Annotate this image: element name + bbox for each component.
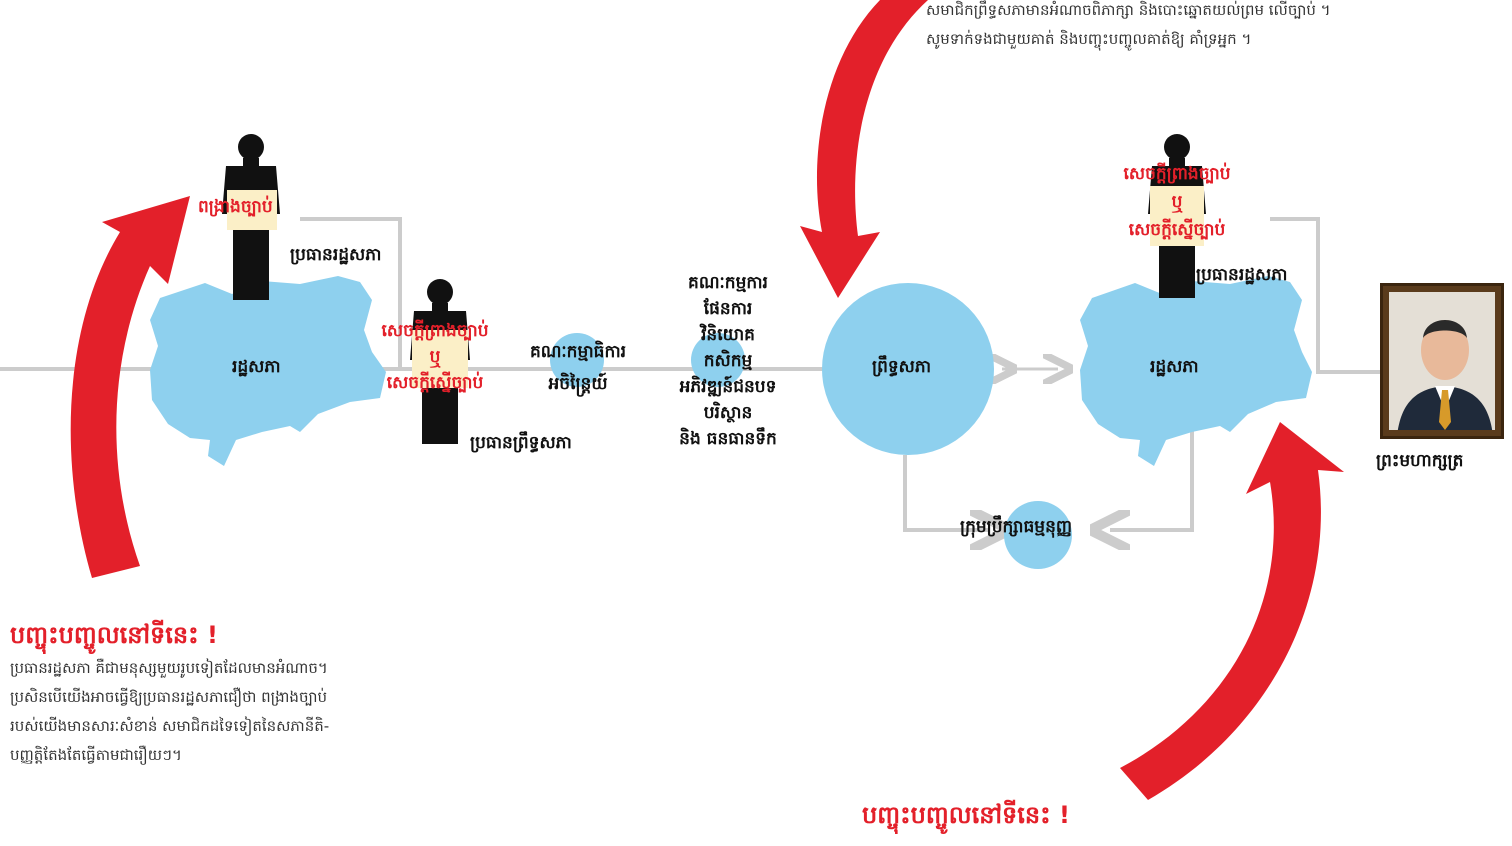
circle-standing-committee xyxy=(550,333,604,387)
king-portrait xyxy=(1380,283,1504,439)
commission-list-item: ផែនការ xyxy=(703,299,753,319)
lobby-left-line: ប្រធានរដ្ឋសភា គឺជាមនុស្សមួយរូបទៀតដែលមានអ… xyxy=(10,659,328,677)
commission-list-item: បរិស្ថាន xyxy=(703,403,753,423)
person-senate-president xyxy=(410,279,470,444)
commission-list-item: អភិវឌ្ឍន៍ជនបទ xyxy=(679,377,777,397)
flow-line-council-left xyxy=(903,455,990,530)
flow-line-right-bracket xyxy=(1270,217,1382,374)
map-cambodia-left xyxy=(150,276,386,466)
commission-list: គណៈកម្មការ ផែនការ វិនិយោគ កសិកម្ម អភិវឌ្… xyxy=(640,270,816,452)
sign-right-line-or: ឬ xyxy=(1171,192,1183,212)
commission-list-item: គណៈកម្មការ xyxy=(688,273,768,293)
red-arrow-bottom-right xyxy=(1120,422,1344,800)
label-senate: ព្រឹទ្ធសភា xyxy=(872,357,932,377)
lobby-left-line: ប្រសិនបើយើងអាចធ្វើឱ្យប្រធានរដ្ឋសភាជឿថា ព… xyxy=(10,688,327,706)
label-assembly-president-left: ប្រធានរដ្ឋសភា xyxy=(290,245,382,265)
lobby-left-line: របស់យើងមានសារៈសំខាន់ សមាជិកដទៃទៀតនៃសភានី… xyxy=(10,717,330,735)
sign-right-line-draft: សេចក្តីព្រាងច្បាប់ xyxy=(1123,164,1231,184)
top-note-line1: សមាជិកព្រឹទ្ធសភាមានអំណាចពិភាក្សា និងបោះឆ… xyxy=(926,1,1331,19)
person-assembly-president-left xyxy=(222,134,280,300)
flow-line-council-right xyxy=(1110,420,1194,530)
label-standing-committee-line2: អចិន្ត្រៃយ៍ xyxy=(548,374,608,394)
sign-line-or: ឬ xyxy=(429,347,441,367)
circle-constitutional-council xyxy=(1004,501,1072,569)
label-national-assembly-right: រដ្ឋសភា xyxy=(1150,357,1199,377)
sign-right-line-proposal: សេចក្តីស្នើច្បាប់ xyxy=(1128,220,1226,240)
label-standing-committee-line1: គណៈកម្មាធិការ xyxy=(529,342,627,362)
map-cambodia-right xyxy=(1080,276,1312,466)
sign-line-draft: សេចក្តីព្រាងច្បាប់ xyxy=(381,321,489,341)
lobby-left-line: បញ្ញត្តិតែងតែធ្វើតាមជារឿយៗ។ xyxy=(10,746,182,764)
lobby-left-body: ប្រធានរដ្ឋសភា គឺជាមនុស្សមួយរូបទៀតដែលមានអ… xyxy=(10,654,490,770)
sign-right-group: សេចក្តីព្រាងច្បាប់ ឬ សេចក្តីស្នើច្បាប់ xyxy=(1094,160,1260,244)
label-senate-president: ប្រធានព្រឹទ្ធសភា xyxy=(470,433,572,453)
circle-senate xyxy=(822,283,994,455)
red-arrow-left xyxy=(70,196,190,578)
top-note-line2: សូមទាក់ទងជាមួយគាត់ និងបញ្ចុះបញ្ចូលគាត់ឱ្… xyxy=(926,30,1252,48)
commission-list-item: និង ធនធានទឹក xyxy=(679,429,777,449)
flow-line-left-bracket xyxy=(300,217,402,369)
person-assembly-president-right xyxy=(1148,134,1206,298)
commission-list-item: វិនិយោគ xyxy=(701,325,755,345)
label-standing-committee: គណៈកម្មាធិការ អចិន្ត្រៃយ៍ xyxy=(508,336,648,400)
label-king: ព្រះមហាក្សត្រ xyxy=(1376,451,1464,471)
label-constitutional-council: ក្រុមប្រឹក្សាធម្មនុញ្ញ xyxy=(960,517,1073,537)
sign-senate-president: សេចក្តីព្រាងច្បាប់ ឬ សេចក្តីស្នើច្បាប់ xyxy=(362,318,508,396)
label-assembly-president-right: ប្រធានរដ្ឋសភា xyxy=(1196,265,1288,285)
sign-line-proposal: សេចក្តីស្នើច្បាប់ xyxy=(386,373,484,393)
red-arrow-top xyxy=(800,0,928,298)
lobby-left-heading: បញ្ចុះបញ្ចូលនៅទីនេះ ! xyxy=(10,621,218,649)
sign-draft-law-left: ពង្រាងច្បាប់ xyxy=(198,197,273,217)
king-portrait-graphic xyxy=(1389,292,1495,430)
lobby-right-heading: បញ្ចុះបញ្ចូលនៅទីនេះ ! xyxy=(862,801,1070,829)
top-note: សមាជិកព្រឹទ្ធសភាមានអំណាចពិភាក្សា និងបោះឆ… xyxy=(926,0,1331,54)
label-national-assembly-left: រដ្ឋសភា xyxy=(232,357,281,377)
commission-list-item: កសិកម្ម xyxy=(703,351,753,371)
circle-commission-9 xyxy=(691,333,745,387)
